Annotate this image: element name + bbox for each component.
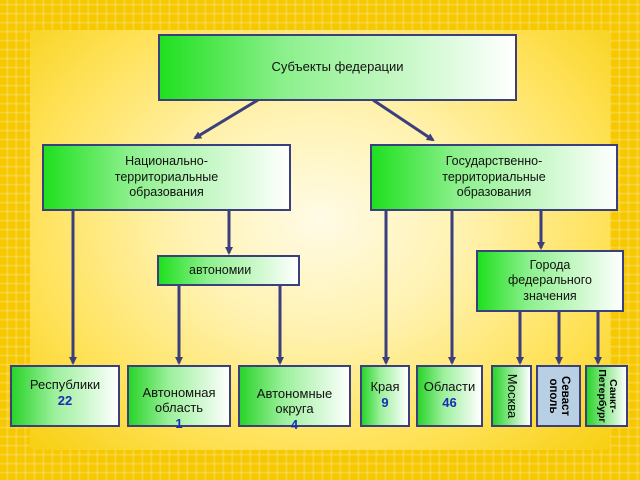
autonomies-label: автономии xyxy=(189,262,252,277)
oblasti-label: Области xyxy=(423,379,476,394)
autonomous-region-box: Автономная область 1 xyxy=(127,365,231,431)
krai-count: 9 xyxy=(381,394,389,410)
root-label: Субъекты федерации xyxy=(271,59,404,75)
moscow-box: Москва xyxy=(491,365,532,427)
krai-label: Края xyxy=(370,379,400,394)
krai-box: Края 9 xyxy=(360,365,410,427)
spb-box: Санкт- Петербург xyxy=(585,365,628,427)
oblasti-count: 46 xyxy=(442,394,457,410)
autonomous-region-label: Автономная область xyxy=(142,384,216,416)
autonomies-box: автономии xyxy=(157,255,300,286)
moscow-label: Москва xyxy=(504,373,520,419)
federal-cities-label: Города федерального значения xyxy=(507,257,592,303)
autonomous-region-count: 1 xyxy=(175,415,183,431)
republics-count: 22 xyxy=(57,392,73,408)
arrow-root-state xyxy=(372,98,435,142)
state-label: Государственно- территориальные образова… xyxy=(442,154,546,200)
root-box: Субъекты федерации xyxy=(158,34,517,101)
autonomous-districts-box: Автономные округа 4 xyxy=(238,365,351,432)
autonomous-districts-label: Автономные округа xyxy=(256,385,333,417)
national-label: Национально- территориальные образования xyxy=(114,154,219,200)
sevastopol-box: Севаст ополь xyxy=(536,365,581,427)
state-box: Государственно- территориальные образова… xyxy=(370,144,618,211)
national-box: Национально- территориальные образования xyxy=(42,144,291,211)
spb-label: Санкт- Петербург xyxy=(595,369,619,423)
republics-label: Республики xyxy=(29,377,101,392)
federal-cities-box: Города федерального значения xyxy=(476,250,624,312)
oblasti-box: Области 46 xyxy=(416,365,483,427)
autonomous-districts-count: 4 xyxy=(290,416,299,432)
arrow-root-national xyxy=(193,98,259,140)
sevastopol-label: Севаст ополь xyxy=(546,375,571,417)
republics-box: Республики 22 xyxy=(10,365,120,427)
